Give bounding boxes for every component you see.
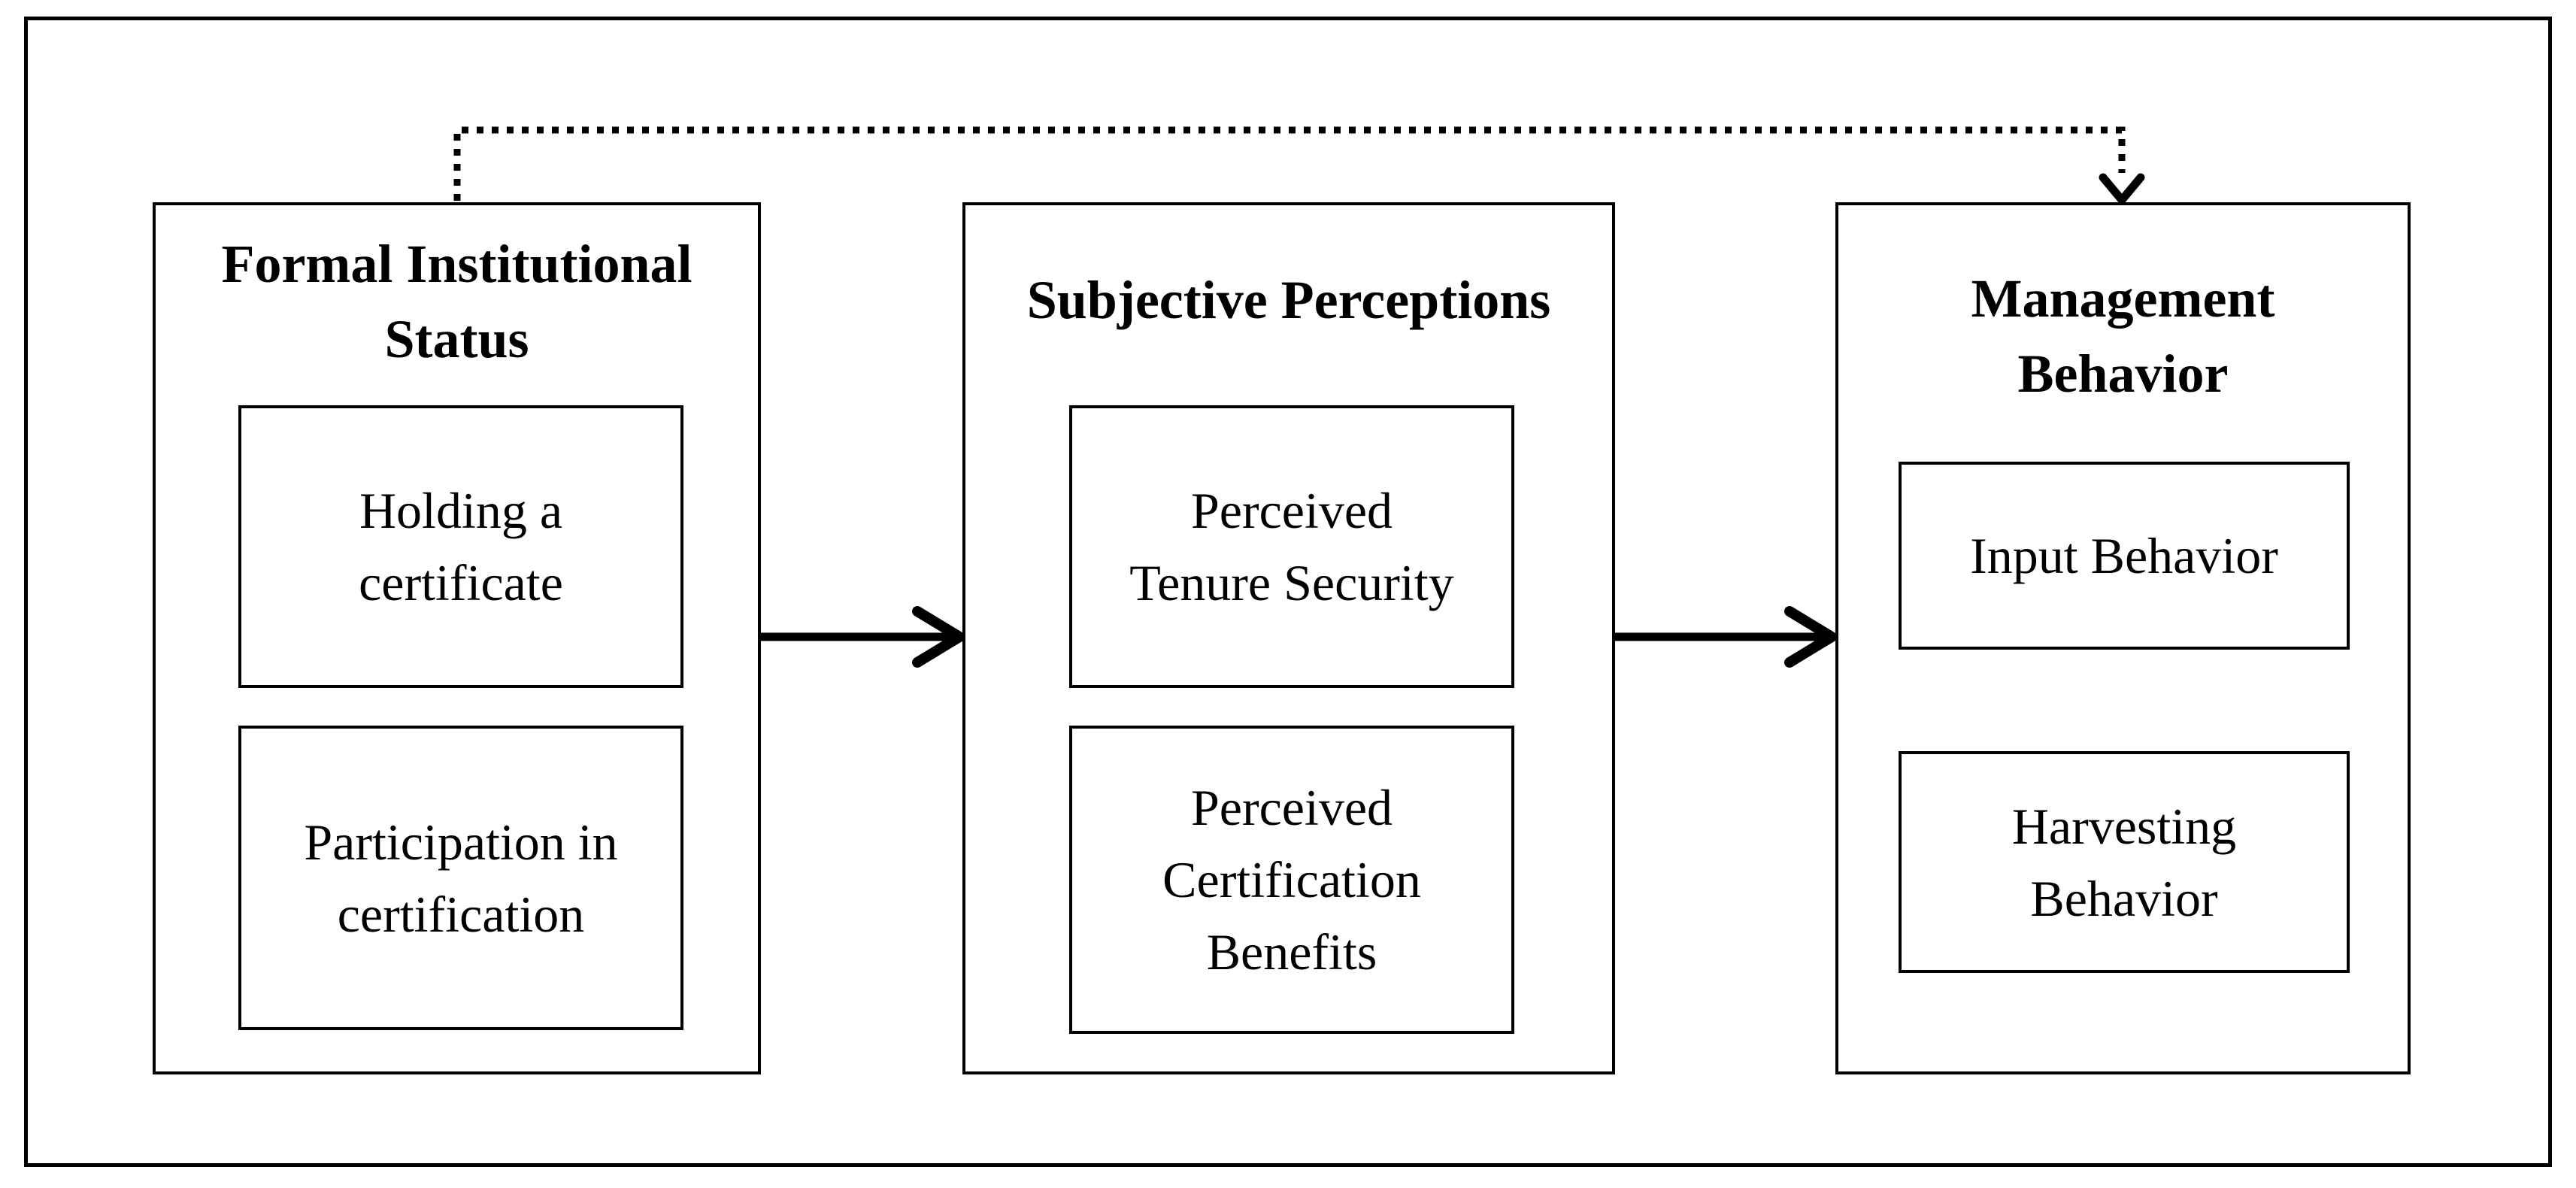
panel-title: Formal Institutional Status [221, 234, 692, 369]
box-label: Participation in certification [304, 813, 618, 943]
box-harvesting-behavior: Harvesting Behavior [1899, 751, 2350, 973]
panel-title: Management Behavior [1971, 268, 2275, 404]
box-perceived-tenure-security: Perceived Tenure Security [1069, 405, 1514, 688]
box-label: Harvesting Behavior [2011, 797, 2237, 927]
box-participation-in-certification: Participation in certification [238, 726, 683, 1030]
figure-border [24, 17, 2552, 1167]
box-label: Perceived Certification Benefits [1162, 779, 1421, 980]
box-holding-a-certificate: Holding a certificate [238, 405, 683, 688]
panel-subjective-perceptions: Subjective Perceptions Perceived Tenure … [962, 202, 1615, 1074]
box-input-behavior: Input Behavior [1899, 462, 2350, 650]
box-label: Input Behavior [1970, 527, 2278, 584]
box-perceived-certification-benefits: Perceived Certification Benefits [1069, 726, 1514, 1034]
box-label: Holding a certificate [359, 482, 563, 611]
panel-title: Subjective Perceptions [1026, 270, 1551, 330]
panel-formal-institutional-status: Formal Institutional Status Holding a ce… [153, 202, 761, 1074]
panel-management-behavior: Management Behavior Input Behavior Harve… [1835, 202, 2411, 1074]
box-label: Perceived Tenure Security [1129, 482, 1454, 611]
